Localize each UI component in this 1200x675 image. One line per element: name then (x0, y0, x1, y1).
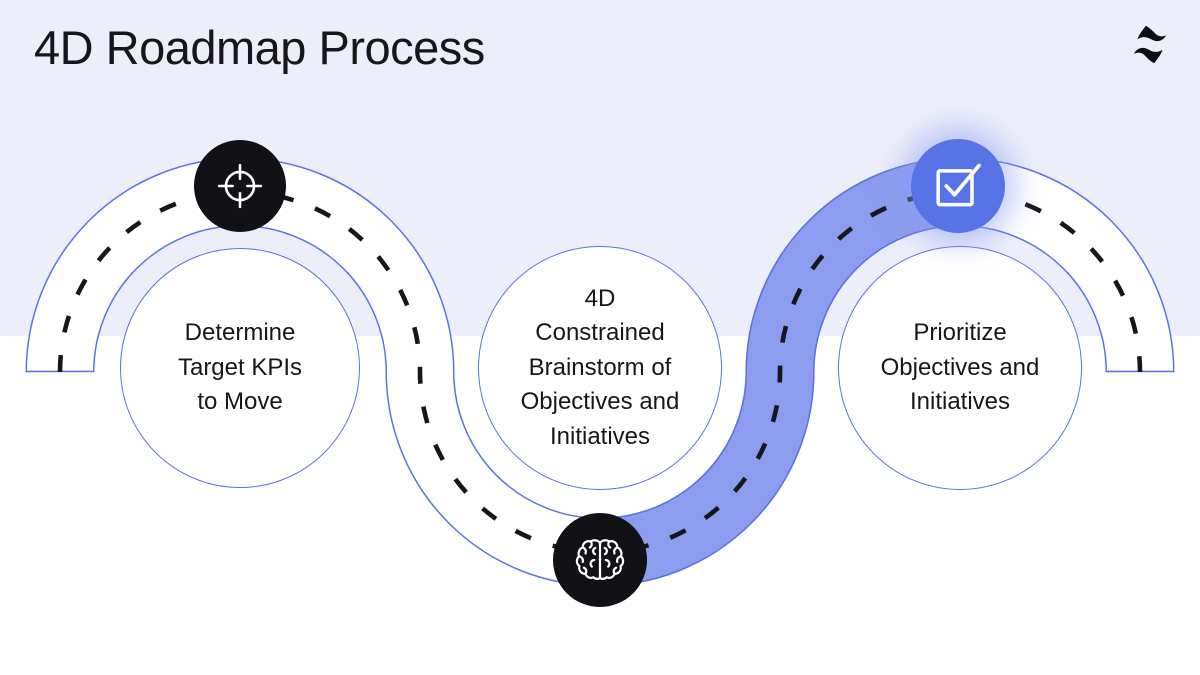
milestone-node-2 (553, 513, 647, 607)
brain-icon (575, 539, 625, 581)
step-label: Prioritize Objectives and Initiatives (880, 319, 1040, 416)
step-circle-constrained-brainstorm: 4D Constrained Brainstorm of Objectives … (478, 246, 722, 490)
step-label: 4D Constrained Brainstorm of Objectives … (520, 284, 680, 450)
reforge-logo-icon (1126, 24, 1174, 66)
checkbox-check-icon (936, 163, 981, 207)
step-circle-prioritize: Prioritize Objectives and Initiatives (838, 246, 1082, 490)
step-circle-determine-kpis: Determine Target KPIs to Move (120, 248, 360, 488)
milestone-node-3 (911, 139, 1005, 233)
step-label: Determine Target KPIs to Move (177, 319, 303, 416)
target-icon (217, 163, 263, 209)
milestone-node-1 (194, 140, 286, 232)
page-title: 4D Roadmap Process (34, 21, 485, 74)
